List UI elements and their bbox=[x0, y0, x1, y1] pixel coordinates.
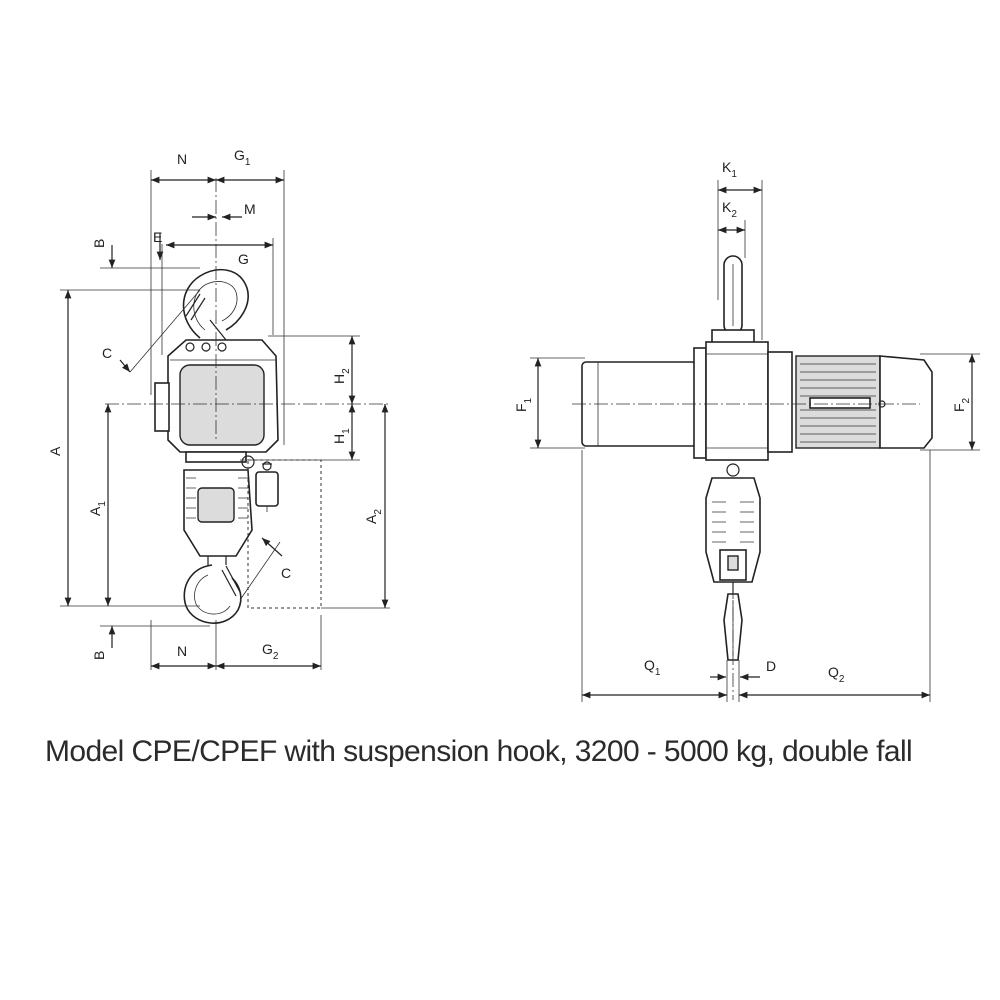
dim-label-k1: K1 bbox=[722, 159, 737, 180]
dim-label-n-bottom: N bbox=[177, 643, 187, 659]
side-view: N G1 M E B G C A A1 H2 H1 A2 C B N G2 bbox=[47, 147, 390, 670]
bottom-load-hook bbox=[183, 564, 242, 624]
dim-label-d: D bbox=[766, 658, 776, 674]
figure-caption: Model CPE/CPEF with suspension hook, 320… bbox=[45, 735, 913, 768]
gearbox-cylinder bbox=[581, 347, 707, 459]
central-housing bbox=[705, 341, 793, 461]
dim-label-m: M bbox=[244, 201, 256, 217]
dim-label-a1: A1 bbox=[87, 501, 108, 516]
dim-label-g1: G1 bbox=[234, 147, 251, 168]
dim-label-c-top: C bbox=[102, 345, 112, 361]
top-suspension-hook bbox=[182, 268, 249, 341]
dim-label-q1: Q1 bbox=[644, 657, 661, 678]
dim-label-n-top: N bbox=[177, 151, 187, 167]
dim-label-c-bottom: C bbox=[281, 565, 291, 581]
bottom-hook-block-front bbox=[705, 463, 761, 594]
dim-label-f1: F1 bbox=[513, 397, 534, 412]
dim-label-h1: H1 bbox=[331, 428, 352, 444]
dim-label-a2: A2 bbox=[363, 509, 384, 524]
dim-label-k2: K2 bbox=[722, 199, 737, 220]
dim-label-g: G bbox=[238, 251, 249, 267]
front-view: K1 K2 F1 F2 Q1 D Q2 bbox=[513, 159, 980, 702]
bottom-load-hook-front bbox=[723, 593, 743, 661]
dim-label-b-top: B bbox=[91, 239, 107, 248]
dim-label-b-bottom: B bbox=[91, 651, 107, 660]
dim-label-h2: H2 bbox=[331, 368, 352, 384]
control-box bbox=[255, 461, 279, 512]
bottom-hook-block bbox=[183, 469, 253, 565]
dim-label-f2: F2 bbox=[951, 397, 972, 412]
motor-cylinder bbox=[795, 355, 933, 449]
dim-label-e: E bbox=[153, 229, 162, 245]
dim-label-g2: G2 bbox=[262, 641, 279, 662]
dim-label-a: A bbox=[47, 446, 63, 456]
dim-label-q2: Q2 bbox=[828, 664, 845, 685]
motor-housing bbox=[154, 339, 279, 469]
